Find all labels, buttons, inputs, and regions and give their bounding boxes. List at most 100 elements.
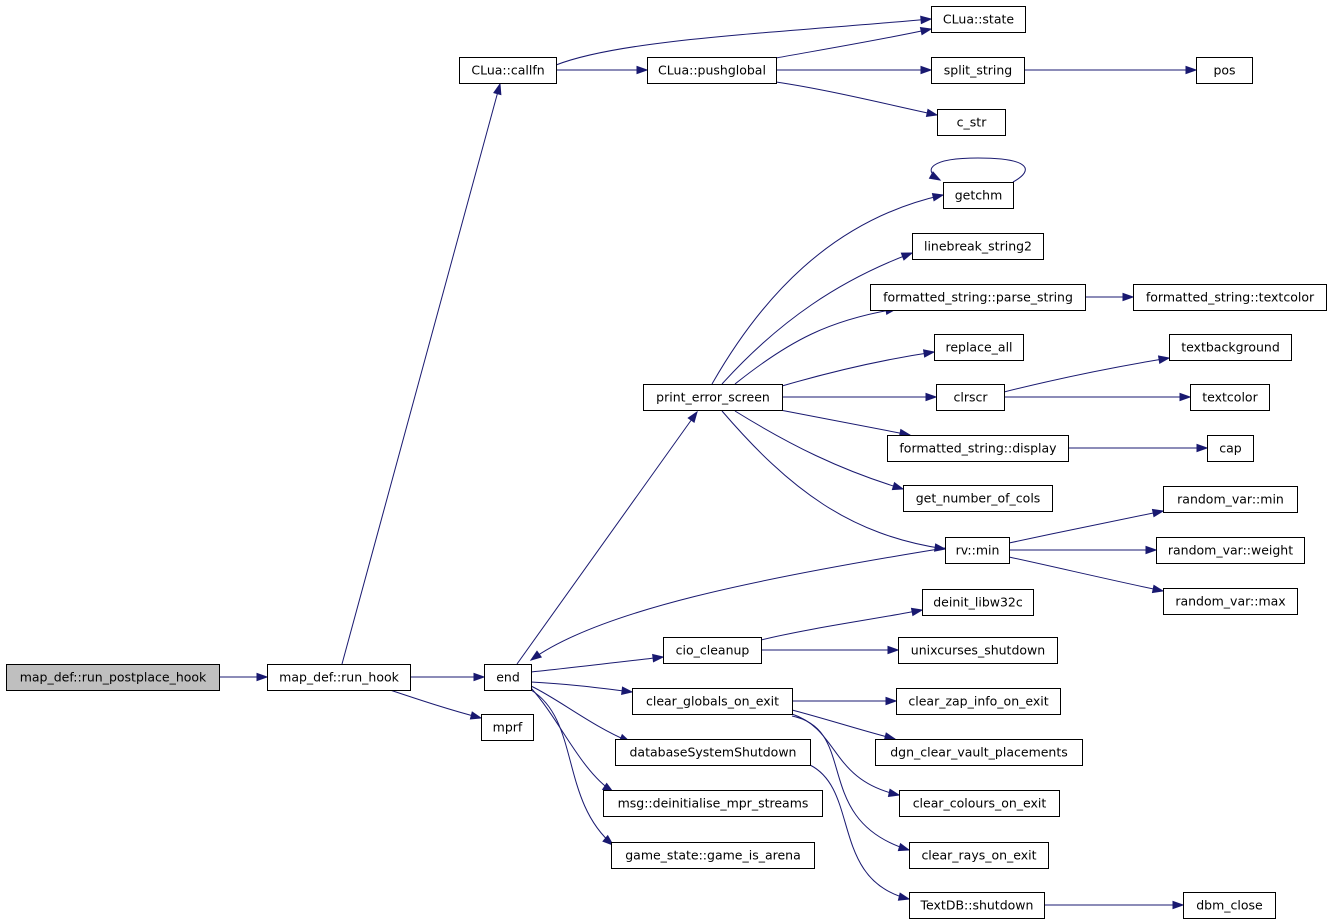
edge-print_error_screen-to-parse_string: [734, 308, 897, 385]
node-label: split_string: [944, 63, 1012, 78]
edge-arrowhead: [933, 543, 947, 552]
node-rv_weight[interactable]: random_var::weight: [1156, 537, 1305, 564]
node-getchm[interactable]: getchm: [943, 182, 1014, 209]
node-box: [611, 842, 815, 869]
edge-arrowhead: [1196, 443, 1209, 453]
node-box: [1196, 57, 1253, 84]
node-mprf[interactable]: mprf: [481, 714, 534, 741]
node-clrscr[interactable]: clrscr: [936, 384, 1005, 411]
node-label: random_var::max: [1175, 594, 1285, 609]
node-label: textbackground: [1181, 340, 1280, 355]
node-deinitialise_mpr_streams[interactable]: msg::deinitialise_mpr_streams: [603, 790, 823, 817]
edge-clrscr-to-textbackground: [1003, 357, 1170, 393]
node-box: [936, 384, 1005, 411]
node-label: clear_rays_on_exit: [921, 848, 1036, 863]
edge-arrowhead: [1185, 65, 1198, 75]
node-end[interactable]: end: [484, 664, 532, 691]
node-box: [898, 637, 1058, 664]
node-box: [909, 842, 1049, 869]
edge-rv_min-to-rv_min_target: [1008, 510, 1164, 544]
edge-arrowhead: [602, 834, 615, 846]
node-dgn_clear_vault_placements[interactable]: dgn_clear_vault_placements: [875, 739, 1083, 766]
node-clear_globals_on_exit[interactable]: clear_globals_on_exit: [632, 688, 793, 715]
node-callfn[interactable]: CLua::callfn: [459, 57, 557, 84]
node-label: mprf: [493, 720, 523, 735]
node-box: [1190, 384, 1270, 411]
node-cap[interactable]: cap: [1207, 435, 1254, 462]
edge-arrowhead: [925, 108, 939, 118]
node-box: [484, 664, 532, 691]
node-rv_max[interactable]: random_var::max: [1163, 588, 1298, 615]
node-box: [603, 790, 823, 817]
edge-end-to-cio_cleanup: [530, 656, 664, 673]
node-clear_zap_info_on_exit[interactable]: clear_zap_info_on_exit: [896, 688, 1061, 715]
node-deinit_libw32c[interactable]: deinit_libw32c: [922, 589, 1034, 616]
node-game_is_arena[interactable]: game_state::game_is_arena: [611, 842, 815, 869]
node-box: [643, 384, 783, 411]
edge-arrowhead: [928, 171, 942, 181]
node-box: [6, 664, 220, 691]
node-label: game_state::game_is_arena: [625, 848, 801, 863]
node-label: CLua::state: [943, 12, 1014, 27]
node-print_error_screen[interactable]: print_error_screen: [643, 384, 783, 411]
node-textdb_shutdown[interactable]: TextDB::shutdown: [909, 892, 1045, 919]
node-run_hook[interactable]: map_def::run_hook: [267, 664, 411, 691]
edges-layer: [219, 15, 1209, 910]
node-box: [899, 790, 1060, 817]
edge-pushglobal-to-state: [775, 28, 932, 59]
node-box: [943, 182, 1014, 209]
node-cio_cleanup[interactable]: cio_cleanup: [663, 637, 762, 664]
node-databaseSystemShutdown[interactable]: databaseSystemShutdown: [615, 739, 811, 766]
node-fs_display[interactable]: formatted_string::display: [887, 435, 1069, 462]
node-box: [267, 664, 411, 691]
node-dbm_close[interactable]: dbm_close: [1183, 892, 1276, 919]
node-rv_min_target[interactable]: random_var::min: [1163, 486, 1298, 513]
node-replace_all[interactable]: replace_all: [934, 334, 1024, 361]
edge-arrowhead: [529, 650, 543, 661]
node-pos[interactable]: pos: [1196, 57, 1253, 84]
node-parse_string[interactable]: formatted_string::parse_string: [870, 284, 1086, 311]
node-box: [1156, 537, 1305, 564]
edge-arrowhead: [636, 65, 649, 75]
node-textbackground[interactable]: textbackground: [1169, 334, 1292, 361]
node-get_number_of_cols[interactable]: get_number_of_cols: [903, 485, 1053, 512]
node-clear_colours_on_exit[interactable]: clear_colours_on_exit: [899, 790, 1060, 817]
node-rv_min[interactable]: rv::min: [945, 537, 1010, 564]
edge-arrowhead: [931, 193, 945, 202]
node-c_str[interactable]: c_str: [937, 109, 1006, 136]
node-label: get_number_of_cols: [916, 491, 1041, 506]
node-textcolor[interactable]: textcolor: [1190, 384, 1270, 411]
edge-arrowhead: [1122, 292, 1135, 302]
edge-print_error_screen-to-linebreak_string2: [721, 252, 913, 385]
edge-arrowhead: [652, 653, 665, 663]
node-split_string[interactable]: split_string: [931, 57, 1025, 84]
node-pushglobal[interactable]: CLua::pushglobal: [647, 57, 777, 84]
edge-arrowhead: [919, 26, 933, 36]
node-label: dgn_clear_vault_placements: [890, 745, 1068, 760]
node-state[interactable]: CLua::state: [931, 6, 1026, 33]
edge-getchm-to-getchm: [930, 157, 1026, 183]
edge-arrowhead: [256, 672, 269, 682]
edge-arrowhead: [1151, 508, 1165, 518]
edge-arrowhead: [473, 672, 486, 682]
edge-arrowhead: [891, 481, 905, 491]
node-fs_textcolor[interactable]: formatted_string::textcolor: [1133, 284, 1327, 311]
node-clear_rays_on_exit[interactable]: clear_rays_on_exit: [909, 842, 1049, 869]
node-box: [887, 435, 1069, 462]
node-run_postplace_hook[interactable]: map_def::run_postplace_hook: [6, 664, 220, 691]
edge-callfn-to-state: [555, 18, 932, 66]
edge-run_hook-to-mprf: [389, 689, 482, 719]
edge-arrowhead: [1151, 584, 1165, 594]
edge-cio_cleanup-to-deinit_libw32c: [760, 609, 923, 641]
edge-clear_globals_on_exit-to-clear_rays_on_exit: [791, 715, 910, 851]
node-unixcurses_shutdown[interactable]: unixcurses_shutdown: [898, 637, 1058, 664]
node-label: pos: [1213, 63, 1235, 78]
node-label: replace_all: [945, 340, 1012, 355]
edge-pushglobal-to-c_str: [775, 81, 938, 116]
node-label: random_var::weight: [1168, 543, 1293, 558]
edge-arrowhead: [920, 65, 933, 75]
edge-arrowhead: [897, 842, 911, 852]
node-linebreak_string2[interactable]: linebreak_string2: [912, 233, 1044, 260]
node-box: [912, 233, 1044, 260]
